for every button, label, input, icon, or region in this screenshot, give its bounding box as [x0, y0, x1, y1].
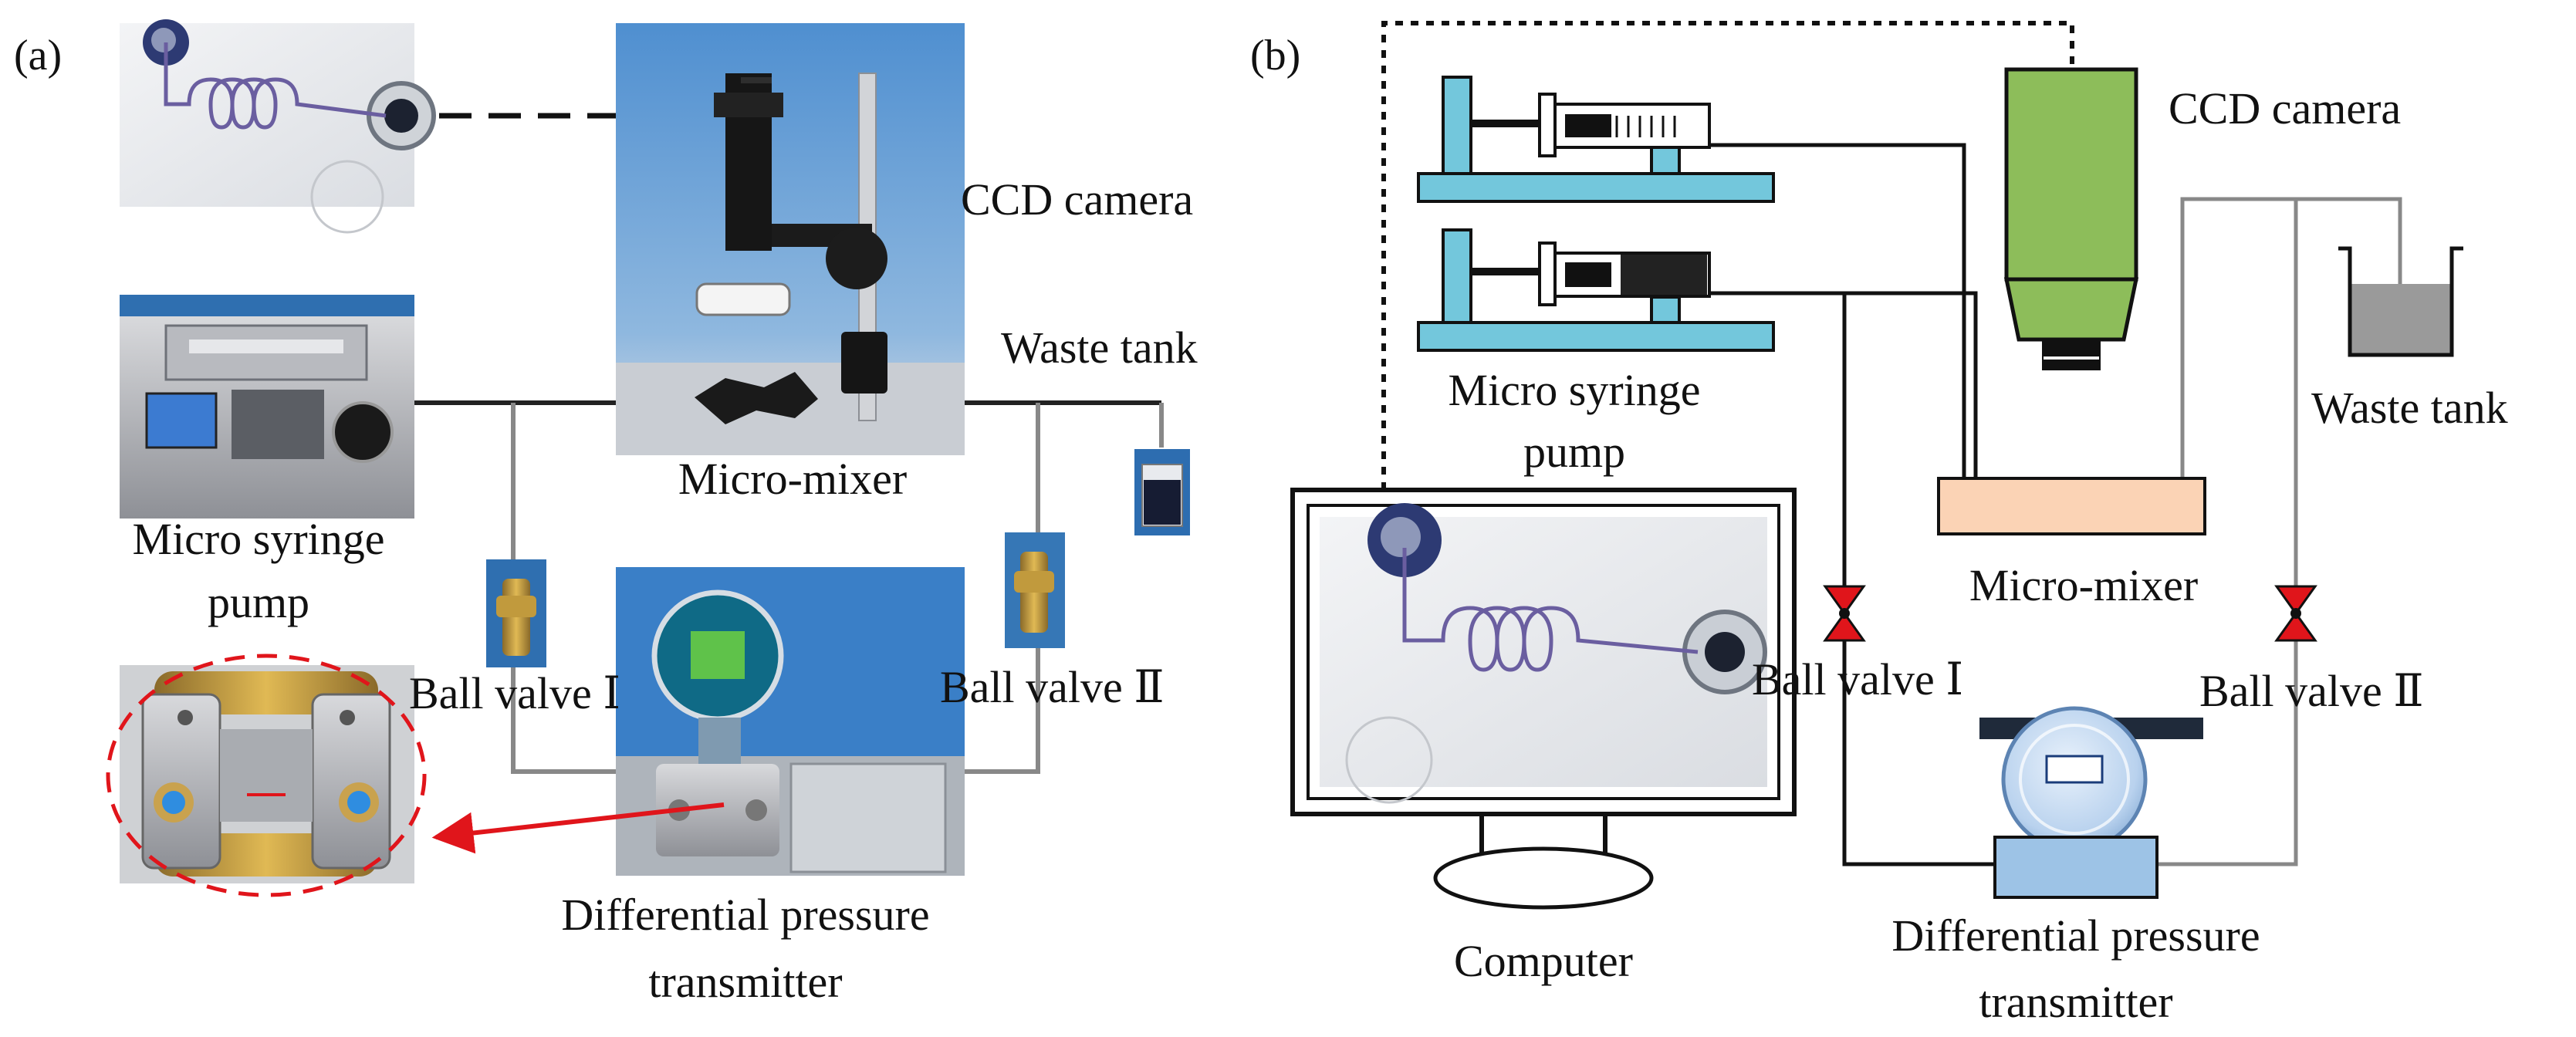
branch-line-right — [949, 403, 1040, 774]
differential-pressure-transmitter-photo — [616, 567, 965, 876]
waste-line — [2180, 197, 2402, 478]
monitor-stand — [1433, 846, 1654, 910]
label-micro-mixer: Micro-mixer — [678, 454, 907, 504]
syringe-pump-1 — [1417, 76, 1775, 203]
label-b-waste-tank: Waste tank — [2311, 383, 2508, 433]
syringe-pump-2 — [1417, 228, 1775, 352]
panel-b-tubing — [1713, 143, 1995, 866]
label-b-syringe-pump-line1: Micro syringe — [1449, 365, 1701, 415]
branch-line-left — [511, 403, 617, 774]
label-b-computer: Computer — [1454, 936, 1633, 986]
label-ball-valve-2: Ball valve Ⅱ — [940, 662, 1165, 712]
syringe-1-line — [1713, 143, 1966, 478]
label-ball-valve-1: Ball valve Ⅰ — [409, 668, 620, 718]
label-syringe-pump-line2: pump — [208, 577, 309, 627]
closeup-highlight-ellipse — [106, 654, 427, 897]
label-ccd-camera: CCD camera — [961, 174, 1193, 225]
micro-mixer-chip-photo — [120, 19, 436, 234]
ball-valve-2-photo — [1005, 532, 1065, 648]
computer-monitor — [1290, 488, 1797, 910]
ball-valve-1-photo — [486, 559, 546, 667]
valve-2-line — [2157, 199, 2298, 866]
ccd-camera-photo — [616, 23, 965, 455]
panel-b: (b) — [1250, 21, 2508, 1027]
label-dpt-line2: transmitter — [648, 957, 842, 1007]
label-syringe-pump-line1: Micro syringe — [133, 514, 385, 564]
valve-1-line — [1842, 293, 1995, 866]
camera-data-link-dotted — [1381, 21, 2074, 490]
transmitter-closeup-photo — [120, 665, 414, 883]
label-b-syringe-pump-line2: pump — [1523, 427, 1625, 477]
label-b-ball-valve-1: Ball valve Ⅰ — [1752, 654, 1963, 704]
label-b-ball-valve-2: Ball valve Ⅱ — [2199, 666, 2424, 716]
panel-a-tag: (a) — [14, 32, 62, 79]
micro-mixer-block — [1937, 477, 2206, 535]
syringe-2-line — [1713, 291, 1978, 478]
differential-pressure-transmitter — [1979, 706, 2203, 899]
label-b-dpt-line2: transmitter — [1979, 977, 2172, 1027]
label-b-dpt-line1: Differential pressure — [1891, 910, 2260, 961]
label-b-micro-mixer: Micro-mixer — [1969, 560, 2198, 610]
panel-a: (a) — [14, 19, 1198, 1007]
serpentine-channel — [164, 42, 387, 130]
closeup-pointer-arrow — [431, 802, 725, 854]
panel-b-tubing-grey — [2157, 197, 2402, 866]
label-dpt-line1: Differential pressure — [561, 890, 929, 940]
monitor-serpentine-channel — [1402, 548, 1699, 672]
panel-b-tag: (b) — [1250, 32, 1300, 79]
label-waste-tank: Waste tank — [1001, 323, 1198, 373]
micro-syringe-pump-photo — [120, 295, 414, 518]
waste-tank — [2338, 246, 2463, 357]
waste-tank-photo — [1134, 449, 1190, 535]
ball-valve-2-symbol — [2274, 585, 2317, 642]
ccd-camera — [2003, 67, 2139, 370]
label-b-ccd-camera: CCD camera — [2169, 83, 2401, 133]
ball-valve-1-symbol — [1823, 585, 1866, 642]
